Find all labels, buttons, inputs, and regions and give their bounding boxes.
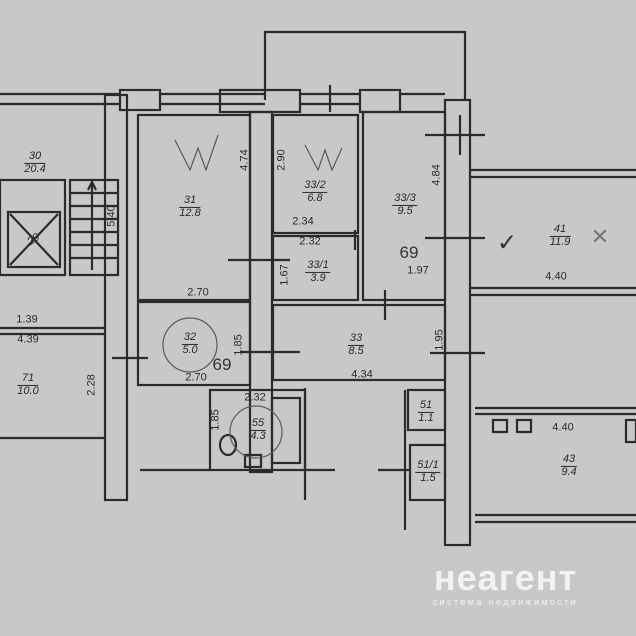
room-number: 71 (17, 372, 39, 386)
dimension-label: 1.85 (232, 334, 245, 356)
dimension-label: 4.74 (238, 149, 251, 171)
balcony-outline (263, 30, 467, 100)
handwritten-apartment-number: 69 (212, 355, 232, 374)
room-area: 12.8 (179, 206, 201, 219)
dimension-label: 2.90 (275, 149, 288, 171)
room-number: 51/1 (415, 458, 441, 473)
room-number: 55 (249, 416, 267, 431)
dimension-label: 4.84 (430, 164, 443, 186)
dimension-label: 1.67 (278, 264, 291, 286)
room-number: 32 (181, 330, 199, 345)
dimension-label: 1.85 (209, 409, 222, 431)
pencil-circle-32 (162, 317, 218, 373)
cross-mark-icon: ✕ (590, 224, 610, 249)
room-area: 1.5 (420, 471, 436, 484)
dimension-label: 2.28 (85, 374, 98, 396)
room-area: 1.1 (418, 411, 434, 424)
watermark-subtitle: система недвижимости (432, 597, 579, 607)
room-number: 51 (417, 398, 435, 413)
dimension-label: 2.70 (187, 286, 209, 299)
dimension-label: 4.40 (552, 421, 574, 434)
watermark-logo: неагент система недвижимости (408, 560, 603, 609)
room-number: 31 (179, 194, 201, 208)
dimension-label: 2.70 (185, 371, 207, 384)
room-area: 20.4 (24, 162, 46, 175)
room-number: 33/3 (392, 191, 418, 206)
room-number: 30 (24, 150, 46, 164)
dimension-label: 1.97 (407, 264, 429, 277)
room-area: 5.0 (182, 343, 198, 356)
dimension-label: 1.39 (16, 313, 38, 326)
room-area: 9.4 (561, 465, 577, 478)
dimension-label: 1.95 (433, 329, 446, 351)
room-area: 8.5 (348, 344, 364, 357)
room-number: 33 (347, 331, 365, 346)
room-area: 6.8 (307, 191, 323, 204)
wall-column-right (443, 98, 472, 547)
dimension-label: 4.34 (351, 368, 373, 381)
room-area: 9.5 (397, 204, 413, 217)
room-area: 3.9 (310, 271, 326, 284)
room-number: 33/2 (302, 178, 328, 193)
handwritten-apartment-number: 69 (399, 243, 419, 262)
elevator-shaft (6, 210, 62, 269)
room-number: 41 (549, 223, 571, 237)
dimension-label: 2.32 (244, 391, 266, 404)
room-area: 11.9 (549, 235, 571, 248)
pencil-circle-55 (229, 405, 283, 459)
dimension-label: 2.32 (299, 235, 321, 248)
dimension-label: 4.39 (17, 333, 39, 346)
dimension-label: 2.34 (292, 215, 314, 228)
dimension-label: 4.40 (545, 270, 567, 283)
room-area: 4.3 (250, 429, 266, 442)
check-mark-icon: ✓ (496, 229, 518, 257)
room-number: 33/1 (305, 258, 331, 273)
room-number: 43 (560, 452, 578, 467)
wall-column-left (103, 93, 129, 502)
watermark-brand: неагент (433, 557, 578, 598)
room-area: 10.0 (17, 384, 39, 397)
dimension-label: 5.40 (105, 205, 118, 227)
